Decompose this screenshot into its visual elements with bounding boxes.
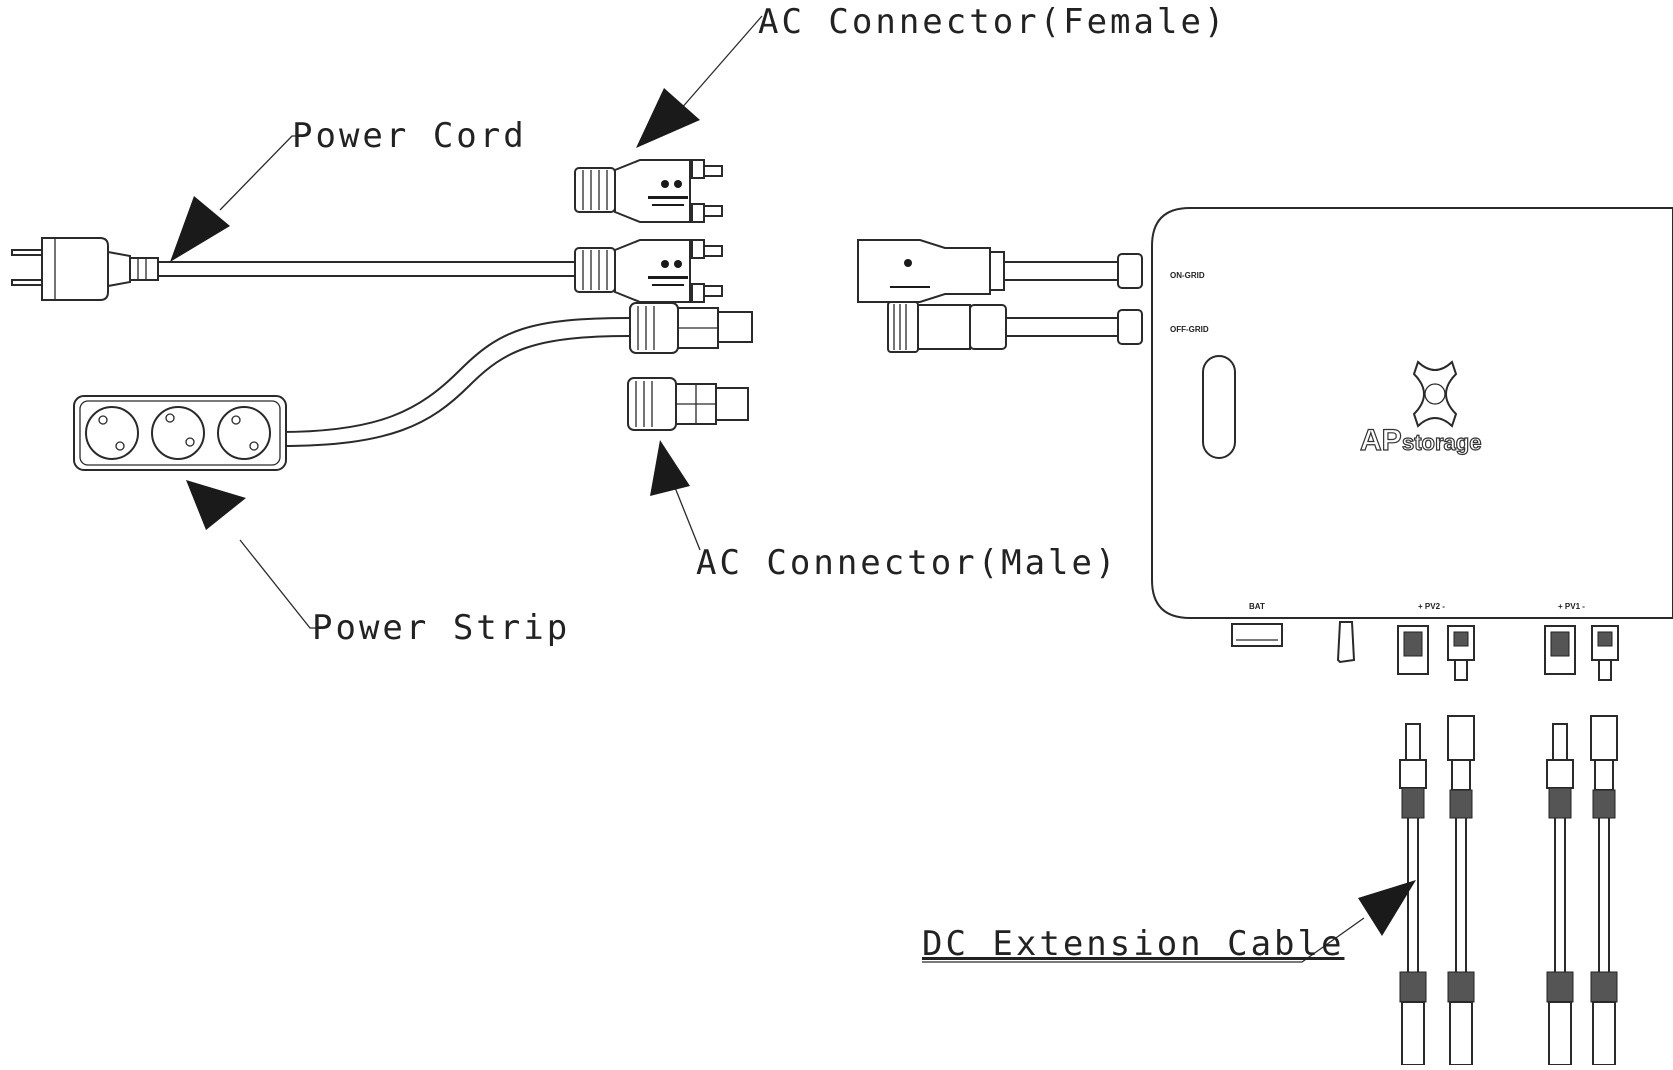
power-strip	[73, 395, 287, 471]
bottom-ports	[1231, 621, 1619, 681]
leader-ac-male	[650, 440, 701, 551]
dc-cable-1	[1399, 723, 1427, 1066]
ac-male-connector-connected	[629, 302, 753, 354]
port-on-grid-label: ON-GRID	[1170, 271, 1205, 280]
label-ac-connector-male: AC Connector(Male)	[696, 543, 1119, 583]
brand-ap-text: AP	[1360, 424, 1402, 457]
ac-male-connector	[627, 377, 749, 431]
apstorage-device	[1151, 207, 1673, 619]
label-dc-extension-cable: DC Extension Cable	[922, 924, 1345, 964]
ac-female-connector-bottom	[574, 239, 723, 303]
dc-cable-2	[1447, 715, 1475, 1066]
leader-power-strip	[186, 480, 318, 629]
power-cord-cable	[158, 261, 575, 277]
leader-ac-female	[636, 15, 763, 148]
brand-storage-text: storage	[1402, 430, 1481, 455]
port-pv1-label: + PV1 -	[1558, 602, 1585, 611]
power-strip-cable	[279, 317, 631, 447]
ac-female-connector-top	[574, 159, 723, 223]
device-off-grid-connector	[887, 301, 1143, 353]
leader-power-cord	[170, 135, 300, 262]
power-plug	[11, 237, 159, 301]
apstorage-logo	[1412, 360, 1458, 428]
label-power-cord: Power Cord	[292, 116, 527, 156]
device-on-grid-connector	[857, 239, 1143, 303]
leader-dc-extension	[922, 880, 1416, 963]
port-pv2-label: + PV2 -	[1418, 602, 1445, 611]
port-off-grid-label: OFF-GRID	[1170, 325, 1209, 334]
label-ac-connector-female: AC Connector(Female)	[758, 2, 1228, 42]
port-bat-label: BAT	[1249, 602, 1265, 611]
label-power-strip: Power Strip	[312, 608, 571, 648]
